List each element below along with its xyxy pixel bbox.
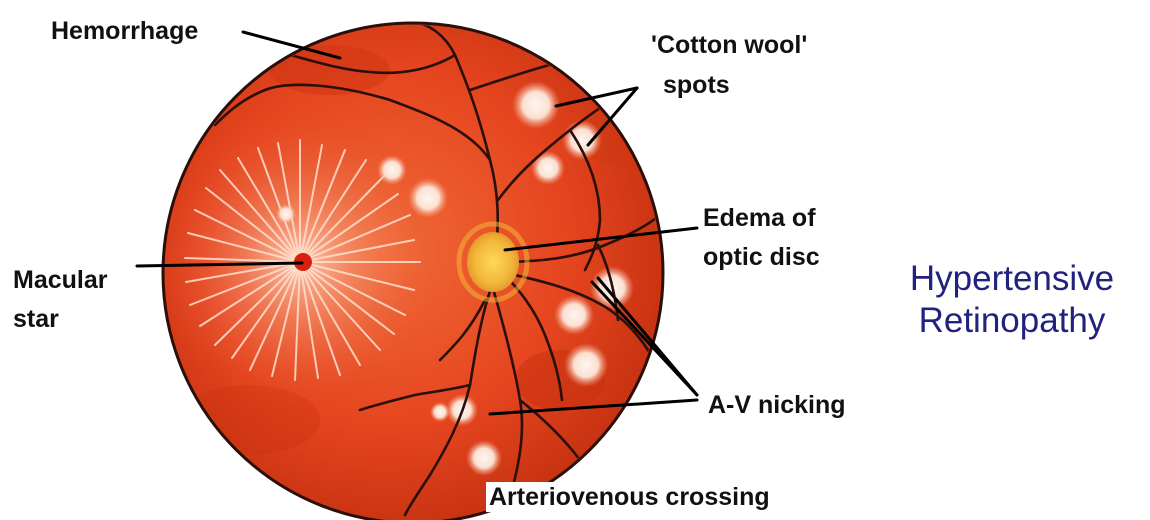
title-line1: Hypertensive — [874, 258, 1150, 300]
label-hemorrhage: Hemorrhage — [48, 16, 201, 46]
label-av-nicking: A-V nicking — [705, 390, 849, 420]
diagram-title: Hypertensive Retinopathy — [874, 256, 1150, 346]
label-cotton-wool-line2: spots — [660, 70, 733, 100]
label-macular-line2: star — [10, 304, 62, 334]
optic-disc — [467, 232, 519, 292]
title-line2: Retinopathy — [874, 300, 1150, 342]
label-edema-line1: Edema of — [700, 203, 819, 233]
label-macular-line1: Macular — [10, 265, 110, 295]
label-av-crossing: Arteriovenous crossing — [486, 482, 773, 512]
label-edema-line2: optic disc — [700, 242, 823, 272]
label-cotton-wool-line1: 'Cotton wool' — [648, 30, 810, 60]
